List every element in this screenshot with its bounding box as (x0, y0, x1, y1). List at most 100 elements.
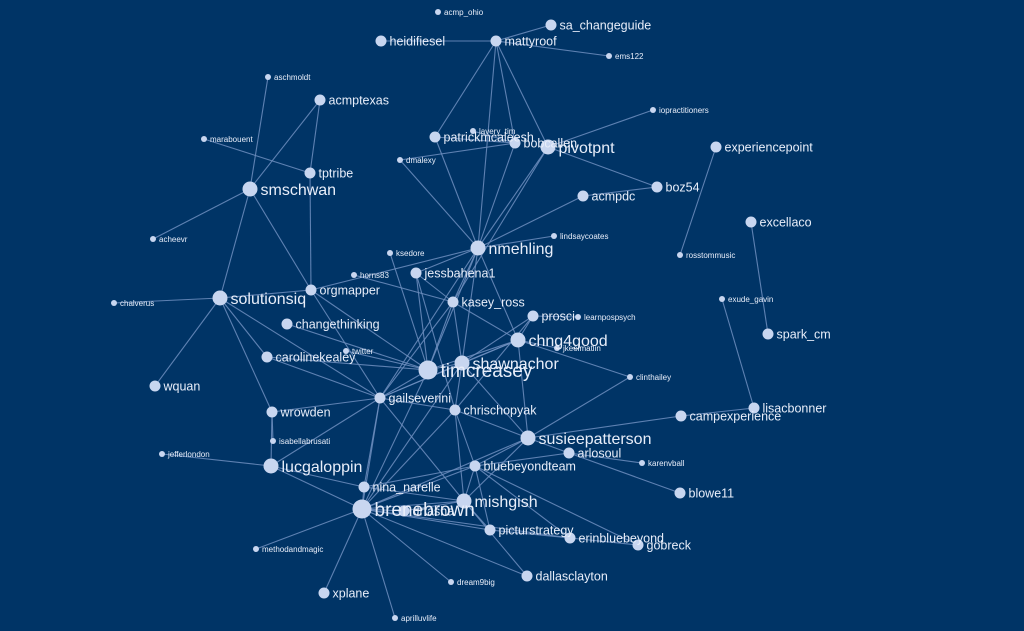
node-acmptexas[interactable] (314, 94, 326, 106)
node-blowe11[interactable] (674, 487, 686, 499)
edge-patrickmcaleesh-nmehling (434, 136, 479, 249)
node-ksedore[interactable] (387, 250, 393, 256)
node-dallasclayton[interactable] (521, 570, 533, 582)
edge-acmptexas-tptribe (309, 99, 321, 174)
node-campexperience[interactable] (675, 410, 687, 422)
node-lindsaycoates[interactable] (551, 233, 557, 239)
edge-solutionsiq-chalverus (113, 297, 221, 304)
node-label-mishgish: mishgish (475, 494, 538, 511)
node-label-karenvball: karenvball (648, 459, 685, 468)
node-wquan[interactable] (149, 380, 161, 392)
node-lavery_tim[interactable] (470, 128, 476, 134)
node-bobcallen[interactable] (509, 137, 521, 149)
node-spark_cm[interactable] (762, 328, 774, 340)
node-xplane[interactable] (318, 587, 330, 599)
node-iopractitioners[interactable] (650, 107, 656, 113)
node-carolinekealey[interactable] (261, 351, 273, 363)
edge-bluebeyondteam-erinbluebeyond (474, 465, 571, 539)
edge-shawnachor-susieepatterson (461, 362, 529, 439)
node-isabellabrusati[interactable] (270, 438, 276, 444)
node-label-changethinking: changethinking (296, 318, 380, 332)
edge-arlosoul-blowe11 (568, 452, 681, 494)
node-label-horns83: horns83 (360, 271, 389, 280)
node-arlosoul[interactable] (563, 447, 575, 459)
node-experiencepoint[interactable] (710, 141, 722, 153)
edge-jessbahena1-kasey_ross (415, 272, 454, 303)
node-jessbahena1[interactable] (410, 267, 422, 279)
node-nina_narelle[interactable] (358, 481, 370, 493)
node-mattyroof[interactable] (490, 35, 502, 47)
node-orgmapper[interactable] (305, 284, 317, 296)
node-changethinking[interactable] (281, 318, 293, 330)
node-karenvball[interactable] (639, 460, 645, 466)
node-ems122[interactable] (606, 53, 612, 59)
edge-picturstrategy-erinbluebeyond (489, 529, 571, 539)
node-pivotpnt[interactable] (540, 139, 556, 155)
node-excellaco[interactable] (745, 216, 757, 228)
node-exude_gavin[interactable] (719, 296, 725, 302)
edge-boz54-acmpdc (582, 186, 658, 197)
node-gobreck[interactable] (632, 539, 644, 551)
edge-bluebeyondteam-picturstrategy (474, 465, 491, 531)
node-boz54[interactable] (651, 181, 663, 193)
node-clinthailey[interactable] (627, 374, 633, 380)
node-label-timcreasey: timcreasey (441, 361, 533, 382)
node-mishgish[interactable] (456, 493, 472, 509)
edge-nina_narelle-mishgish (363, 486, 465, 502)
node-dream9big[interactable] (448, 579, 454, 585)
node-gailseverini[interactable] (374, 392, 386, 404)
node-lucgaloppin[interactable] (263, 458, 279, 474)
node-label-carolinekealey: carolinekealey (276, 351, 357, 365)
node-erinbluebeyond[interactable] (564, 532, 576, 544)
node-methodandmagic[interactable] (253, 546, 259, 552)
node-kasey_ross[interactable] (447, 296, 459, 308)
node-nmehling[interactable] (470, 240, 486, 256)
node-label-blowe11: blowe11 (689, 487, 735, 501)
node-lisacbonner[interactable] (748, 402, 760, 414)
node-drtasha[interactable] (398, 505, 410, 517)
node-label-iopractitioners: iopractitioners (659, 106, 709, 115)
node-acheevr[interactable] (150, 236, 156, 242)
edge-mattyroof-bobcallen (495, 40, 516, 144)
edge-iopractitioners-pivotpnt (547, 109, 654, 148)
node-smschwan[interactable] (242, 181, 258, 197)
node-tptribe[interactable] (304, 167, 316, 179)
node-jefferlondon[interactable] (159, 451, 165, 457)
node-sa_changeguide[interactable] (545, 19, 557, 31)
node-bluebeyondteam[interactable] (469, 460, 481, 472)
node-prosci[interactable] (527, 310, 539, 322)
node-twitter[interactable] (343, 348, 349, 354)
node-dmalexy[interactable] (397, 157, 403, 163)
node-label-learnpospsych: learnpospsych (584, 313, 636, 322)
edge-brenebrown-erinbluebeyond (361, 508, 571, 539)
node-rosstommusic[interactable] (677, 252, 683, 258)
node-label-mattyroof: mattyroof (505, 35, 558, 49)
node-brenebrown[interactable] (352, 499, 372, 519)
node-shawnachor[interactable] (454, 355, 470, 371)
node-wrowden[interactable] (266, 406, 278, 418)
node-heidifiesel[interactable] (375, 35, 387, 47)
node-patrickmcaleesh[interactable] (429, 131, 441, 143)
node-solutionsiq[interactable] (212, 290, 228, 306)
node-jkeelmatlin[interactable] (554, 345, 560, 351)
node-timcreasey[interactable] (418, 360, 438, 380)
node-acmpdc[interactable] (577, 190, 589, 202)
node-learnpospsych[interactable] (575, 314, 581, 320)
edge-nmehling-shawnachor (461, 247, 479, 364)
node-aprilluvlife[interactable] (392, 615, 398, 621)
node-chng4good[interactable] (510, 332, 526, 348)
node-chalverus[interactable] (111, 300, 117, 306)
node-label-gailseverini: gailseverini (389, 392, 452, 406)
node-chrischopyak[interactable] (449, 404, 461, 416)
node-label-smschwan: smschwan (261, 182, 337, 199)
edge-chng4good-timcreasey (427, 339, 519, 371)
edge-chrischopyak-bluebeyondteam (454, 409, 476, 467)
node-marabouent[interactable] (201, 136, 207, 142)
node-susieepatterson[interactable] (520, 430, 536, 446)
node-aschmoldt[interactable] (265, 74, 271, 80)
node-acmp_ohio[interactable] (435, 9, 441, 15)
node-label-twitter: twitter (352, 347, 374, 356)
node-horns83[interactable] (351, 272, 357, 278)
node-picturstrategy[interactable] (484, 524, 496, 536)
